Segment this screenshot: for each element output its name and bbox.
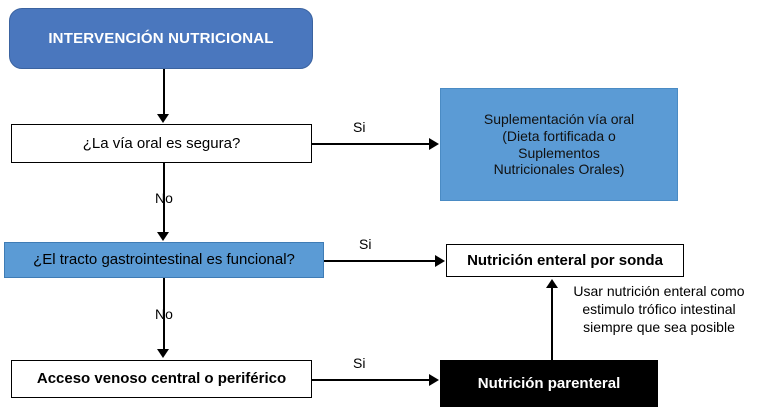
node-oral-route-safe-label: ¿La vía oral es segura? bbox=[82, 134, 241, 152]
node-nutritional-intervention-label: INTERVENCIÓN NUTRICIONAL bbox=[48, 29, 274, 47]
node-oral-supplementation-line1: Suplementación vía oral bbox=[483, 111, 635, 128]
edge-label-gi-yes: Si bbox=[359, 236, 372, 252]
arrowhead-header-to-oral-safe bbox=[157, 114, 169, 123]
note-line2: estimulo trófico intestinal bbox=[582, 300, 736, 317]
connector-gi-no bbox=[163, 278, 165, 350]
edge-label-oral-yes: Si bbox=[353, 119, 366, 135]
connector-venous-yes bbox=[312, 379, 430, 381]
node-tube-enteral-nutrition[interactable]: Nutrición enteral por sonda bbox=[446, 244, 684, 277]
node-gi-tract-functional[interactable]: ¿El tracto gastrointestinal es funcional… bbox=[4, 242, 324, 278]
arrowhead-oral-safe-no bbox=[157, 232, 169, 241]
node-oral-supplementation-line2: (Dieta fortificada o bbox=[502, 127, 616, 144]
arrowhead-gi-no bbox=[157, 349, 169, 358]
note-enteral-trophic-stimulus: Usar nutrición enteral como estimulo tró… bbox=[557, 283, 761, 337]
arrowhead-gi-yes bbox=[435, 255, 445, 267]
node-venous-access[interactable]: Acceso venoso central o periférico bbox=[11, 360, 312, 398]
connector-parenteral-to-tube bbox=[551, 287, 553, 360]
node-oral-supplementation-line4: Nutricionales Orales) bbox=[493, 161, 625, 178]
edge-label-gi-no: No bbox=[155, 306, 173, 322]
arrowhead-oral-safe-yes bbox=[429, 138, 439, 150]
node-nutritional-intervention[interactable]: INTERVENCIÓN NUTRICIONAL bbox=[9, 8, 313, 69]
connector-header-to-oral-safe bbox=[163, 69, 165, 115]
arrowhead-venous-yes bbox=[429, 374, 439, 386]
edge-label-oral-no: No bbox=[155, 190, 173, 206]
connector-oral-safe-no bbox=[163, 163, 165, 233]
node-gi-tract-functional-label: ¿El tracto gastrointestinal es funcional… bbox=[33, 251, 295, 269]
node-oral-supplementation-line3: Suplementos bbox=[518, 144, 600, 161]
note-line1: Usar nutrición enteral como bbox=[573, 283, 745, 299]
node-oral-supplementation[interactable]: Suplementación vía oral (Dieta fortifica… bbox=[440, 88, 678, 201]
node-parenteral-nutrition-label: Nutrición parenteral bbox=[477, 374, 621, 392]
connector-oral-safe-yes bbox=[312, 143, 430, 145]
note-line3: siempre que sea posible bbox=[583, 318, 735, 335]
node-oral-route-safe[interactable]: ¿La vía oral es segura? bbox=[11, 124, 312, 163]
node-venous-access-label: Acceso venoso central o periférico bbox=[36, 370, 287, 388]
connector-gi-yes bbox=[324, 260, 436, 262]
edge-label-venous-yes: Si bbox=[353, 355, 366, 371]
node-parenteral-nutrition[interactable]: Nutrición parenteral bbox=[440, 360, 658, 407]
node-tube-enteral-nutrition-label: Nutrición enteral por sonda bbox=[467, 251, 663, 269]
arrowhead-parenteral-to-tube bbox=[546, 279, 558, 288]
